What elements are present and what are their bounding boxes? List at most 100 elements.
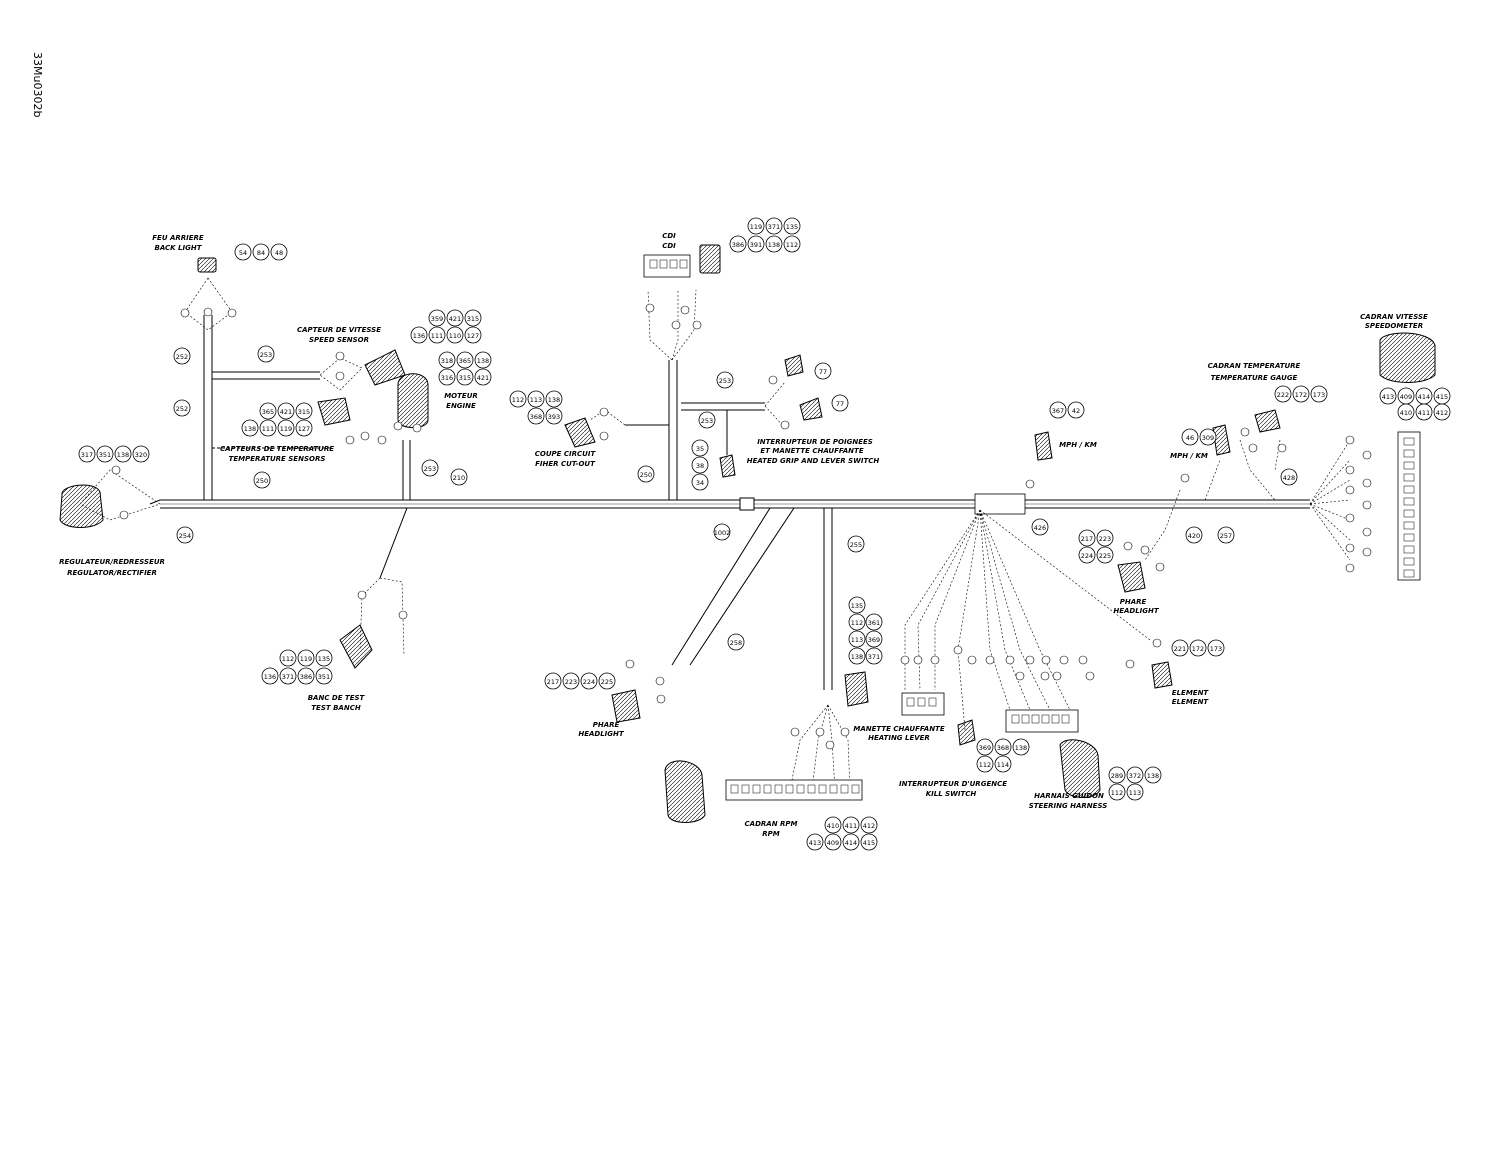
wire-number: 253 bbox=[701, 417, 713, 425]
label-moteur: MOTEUR bbox=[444, 392, 478, 400]
wire-number: 420 bbox=[1188, 532, 1200, 540]
bubble: 225 bbox=[1099, 552, 1111, 560]
label-cadran-vitesse: CADRAN VITESSE bbox=[1360, 313, 1428, 321]
wire-number: 250 bbox=[640, 471, 652, 479]
bubble: 421 bbox=[280, 408, 292, 416]
wire-number: 255 bbox=[850, 541, 862, 549]
bubble: 84 bbox=[257, 249, 265, 257]
bubble: 386 bbox=[732, 241, 744, 249]
bubble: 309 bbox=[1202, 434, 1214, 442]
label-test-banch: TEST BANCH bbox=[311, 704, 361, 712]
bubble: 365 bbox=[262, 408, 274, 416]
label-cdi-en: CDI bbox=[662, 242, 676, 250]
wire-number: 428 bbox=[1283, 474, 1295, 482]
wire-number: 210 bbox=[453, 474, 465, 482]
bubble: 223 bbox=[565, 678, 577, 686]
bubble: 112 bbox=[979, 761, 991, 769]
bubble: 318 bbox=[441, 357, 453, 365]
label-rpm: RPM bbox=[762, 830, 780, 838]
bubble: 138 bbox=[244, 425, 256, 433]
bubble: 127 bbox=[467, 332, 479, 340]
bubble: 110 bbox=[449, 332, 461, 340]
bubble: 367 bbox=[1052, 407, 1064, 415]
label-regulateur: REGULATEUR/REDRESSEUR bbox=[59, 558, 165, 566]
bubble: 317 bbox=[81, 451, 93, 459]
wire-number: 250 bbox=[256, 477, 268, 485]
bubble: 135 bbox=[786, 223, 798, 231]
bubble: 172 bbox=[1295, 391, 1307, 399]
bubble: 365 bbox=[459, 357, 471, 365]
bubble: 136 bbox=[413, 332, 425, 340]
bubble: 112 bbox=[786, 241, 798, 249]
bubble: 127 bbox=[298, 425, 310, 433]
label-interrupteur-2: ET MANETTE CHAUFFANTE bbox=[760, 447, 863, 455]
bubble: 368 bbox=[530, 413, 542, 421]
bubble: 315 bbox=[467, 315, 479, 323]
bubble: 172 bbox=[1192, 645, 1204, 653]
bubble: 34 bbox=[696, 479, 704, 487]
bubble: 54 bbox=[239, 249, 247, 257]
bubble: 351 bbox=[99, 451, 111, 459]
bubble: 112 bbox=[282, 655, 294, 663]
label-element-en: ELEMENT bbox=[1172, 698, 1210, 706]
connector-pins bbox=[649, 259, 1415, 794]
wire-number: 258 bbox=[730, 639, 742, 647]
bubble: 315 bbox=[298, 408, 310, 416]
bubble: 222 bbox=[1277, 391, 1289, 399]
wire-number: 253 bbox=[719, 377, 731, 385]
bubble: 138 bbox=[1015, 744, 1027, 752]
label-phare-left: PHARE bbox=[593, 721, 620, 729]
bubble: 138 bbox=[548, 396, 560, 404]
wire-number: 254 bbox=[179, 532, 191, 540]
bubble: 421 bbox=[449, 315, 461, 323]
bubble: 138 bbox=[768, 241, 780, 249]
label-capteurs-temp: CAPTEURS DE TEMPERATURE bbox=[220, 445, 334, 453]
label-element-fr: ELEMENT bbox=[1172, 689, 1210, 697]
bubble: 316 bbox=[441, 374, 453, 382]
connectors bbox=[59, 244, 1436, 823]
label-heated-grip: HEATED GRIP AND LEVER SWITCH bbox=[747, 457, 880, 465]
bubble: 35 bbox=[696, 445, 704, 453]
label-temperature-sensors: TEMPERATURE SENSORS bbox=[229, 455, 326, 463]
terminal-markers bbox=[111, 303, 1372, 750]
bubble: 409 bbox=[827, 839, 839, 847]
bubble: 42 bbox=[1072, 407, 1080, 415]
bubble: 136 bbox=[264, 673, 276, 681]
wire-number: 253 bbox=[424, 465, 436, 473]
bubble: 114 bbox=[997, 761, 1009, 769]
label-heating-lever: HEATING LEVER bbox=[868, 734, 930, 742]
label-interrupteur-urgence: INTERRUPTEUR D'URGENCE bbox=[899, 780, 1007, 788]
bubble: 221 bbox=[1174, 645, 1186, 653]
label-harnais-guidon: HARNAIS GUIDON bbox=[1034, 792, 1104, 800]
bubble: 409 bbox=[1400, 393, 1412, 401]
bubble: 393 bbox=[548, 413, 560, 421]
label-headlight-right: HEADLIGHT bbox=[1113, 607, 1160, 615]
bubble: 77 bbox=[819, 368, 827, 376]
bubble: 138 bbox=[477, 357, 489, 365]
bubble: 217 bbox=[1081, 535, 1093, 543]
label-back-light: BACK LIGHT bbox=[155, 244, 203, 252]
wire-number: 426 bbox=[1034, 524, 1046, 532]
label-cdi-fr: CDI bbox=[662, 232, 676, 240]
bubble: 414 bbox=[1418, 393, 1430, 401]
label-headlight-left: HEADLIGHT bbox=[578, 730, 625, 738]
bubble: 112 bbox=[512, 396, 524, 404]
bubble: 135 bbox=[851, 602, 863, 610]
bubble: 369 bbox=[979, 744, 991, 752]
bubble: 138 bbox=[1147, 772, 1159, 780]
bubble: 77 bbox=[836, 400, 844, 408]
bubble: 112 bbox=[851, 619, 863, 627]
bubble: 46 bbox=[1186, 434, 1194, 442]
bubble: 119 bbox=[300, 655, 312, 663]
bubble: 372 bbox=[1129, 772, 1141, 780]
bubble: 135 bbox=[318, 655, 330, 663]
label-speed-sensor: SPEED SENSOR bbox=[309, 336, 369, 344]
bubble: 224 bbox=[1081, 552, 1093, 560]
bubble: 225 bbox=[601, 678, 613, 686]
text-labels: FEU ARRIERE BACK LIGHT CAPTEUR DE VITESS… bbox=[59, 232, 1428, 838]
bubble: 315 bbox=[459, 374, 471, 382]
bubble: 173 bbox=[1210, 645, 1222, 653]
label-mph-top: MPH / KM bbox=[1059, 441, 1097, 449]
wire-number: 1002 bbox=[714, 529, 731, 537]
